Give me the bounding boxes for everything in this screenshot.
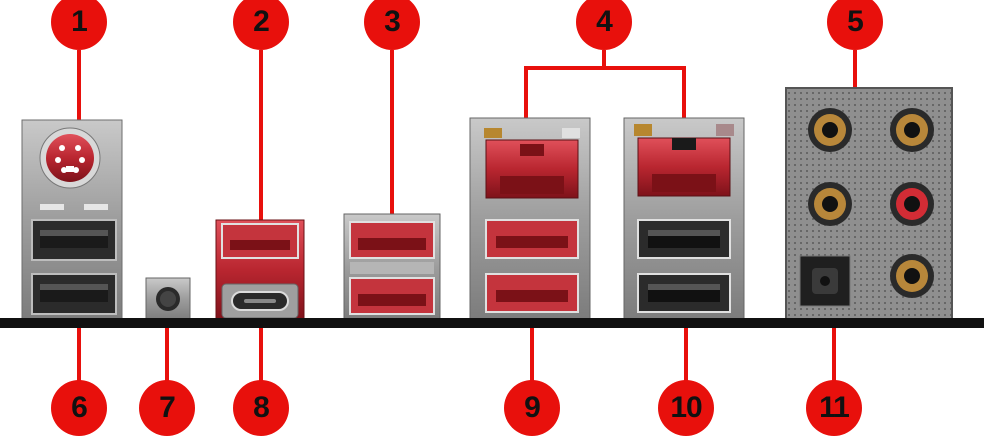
audio-jack-icon — [808, 182, 852, 226]
callout-11: 11 — [806, 380, 862, 436]
rj45-lan-port-icon — [485, 139, 579, 199]
optical-spdif-port-icon — [799, 255, 851, 307]
lan-usb-stack-red — [469, 117, 591, 321]
callout-6: 6 — [51, 380, 107, 436]
callout-10: 10 — [658, 380, 714, 436]
usb-a-usb-c-stack — [215, 219, 305, 321]
usb-a-port-icon — [349, 221, 435, 259]
audio-jack-icon — [890, 254, 934, 298]
callout-5: 5 — [827, 0, 883, 50]
callout-7: 7 — [139, 380, 195, 436]
audio-jack-icon — [808, 108, 852, 152]
usb-a-port-icon — [31, 273, 117, 315]
audio-jack-icon — [890, 182, 934, 226]
dual-usb-stack — [343, 213, 441, 321]
callout-8: 8 — [233, 380, 289, 436]
audio-jack-icon — [890, 108, 934, 152]
callout-4: 4 — [576, 0, 632, 50]
usb-a-port-icon — [221, 223, 299, 259]
usb-c-port-icon — [221, 283, 299, 319]
usb-a-port-icon — [31, 219, 117, 261]
callout-9: 9 — [504, 380, 560, 436]
usb-a-port-icon — [485, 273, 579, 313]
ps2-port-icon — [39, 127, 101, 189]
ps2-usb-stack — [21, 119, 123, 321]
callout-2: 2 — [233, 0, 289, 50]
usb-a-port-icon — [637, 273, 731, 313]
usb-a-port-icon — [349, 277, 435, 315]
lan-usb-stack-black — [623, 117, 745, 321]
leader-lines — [77, 50, 857, 382]
callout-1: 1 — [51, 0, 107, 50]
usb-a-port-icon — [485, 219, 579, 259]
board-edge-baseline — [0, 318, 984, 328]
clear-cmos-button-icon — [145, 277, 191, 321]
audio-panel — [785, 87, 953, 321]
callout-3: 3 — [364, 0, 420, 50]
rj45-lan-port-icon — [637, 137, 731, 197]
usb-a-port-icon — [637, 219, 731, 259]
